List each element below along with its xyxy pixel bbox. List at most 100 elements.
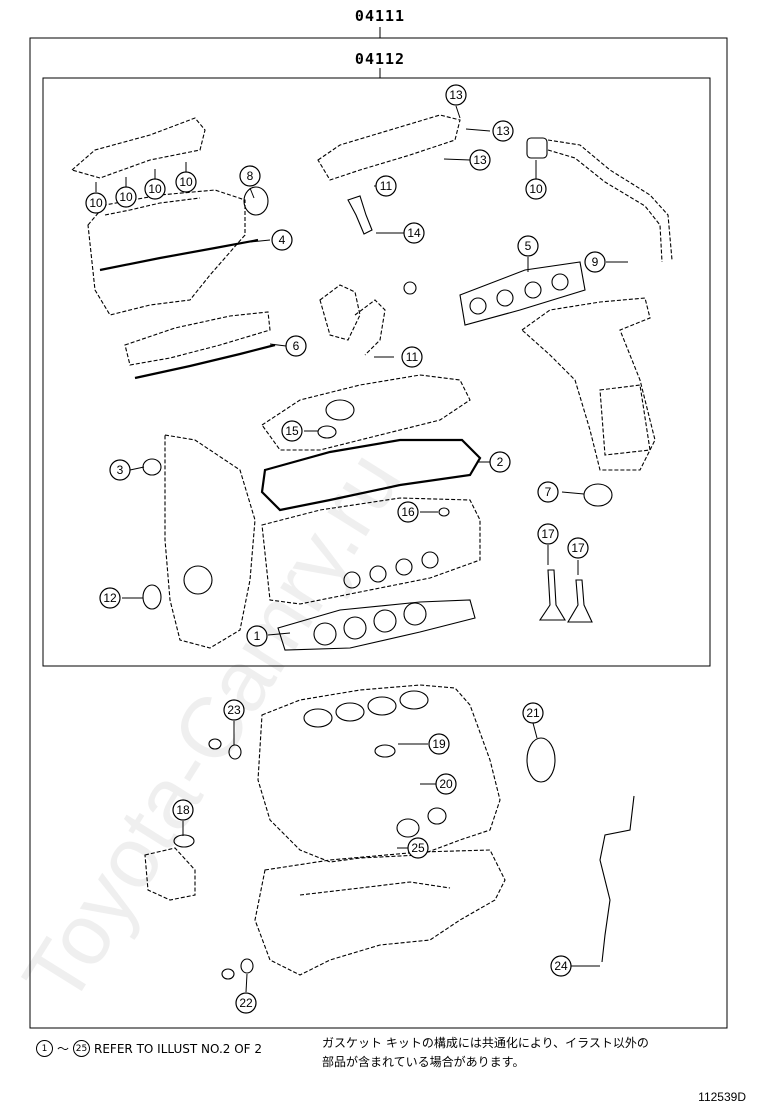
callout-14: 14 — [403, 222, 425, 244]
svg-text:22: 22 — [239, 996, 253, 1010]
inner-kit-frame — [42, 77, 711, 667]
svg-text:25: 25 — [411, 841, 425, 855]
callout-3: 3 — [109, 459, 131, 481]
svg-text:20: 20 — [439, 777, 453, 791]
dipstick-guide-drawing — [599, 795, 635, 963]
intake-manifold-drawing — [70, 117, 259, 316]
ref-to-circle: 25 — [73, 1040, 91, 1057]
fuel-rail-drawing — [317, 114, 461, 235]
svg-text:12: 12 — [103, 591, 117, 605]
svg-text:19: 19 — [432, 737, 446, 751]
svg-text:10: 10 — [529, 182, 543, 196]
svg-text:10: 10 — [119, 190, 133, 204]
callout-8: 8 — [239, 165, 261, 187]
callout-10c: 10 — [144, 178, 166, 200]
callout-23: 23 — [223, 699, 245, 721]
outer-kit-frame — [29, 37, 728, 1029]
svg-text:14: 14 — [407, 226, 421, 240]
svg-text:21: 21 — [526, 706, 540, 720]
water-pump-drawing — [144, 847, 196, 901]
small-parts-drawing — [173, 186, 450, 980]
reference-note: 1 ～ 25 REFER TO ILLUST NO.2 OF 2 — [36, 1040, 262, 1057]
callout-13c: 13 — [469, 149, 491, 171]
callout-18: 18 — [172, 799, 194, 821]
valves-drawing — [538, 569, 593, 623]
callout-11b: 11 — [401, 346, 423, 368]
jp-note-line-1: ガスケット キットの構成には共通化により、イラスト以外の — [322, 1036, 649, 1050]
callout-19: 19 — [428, 733, 450, 755]
callout-2: 2 — [489, 451, 511, 473]
callout-9: 9 — [584, 251, 606, 273]
svg-text:5: 5 — [525, 239, 532, 253]
callout-1: 1 — [246, 625, 268, 647]
svg-text:17: 17 — [541, 527, 555, 541]
throttle-body-drawing — [319, 281, 417, 356]
svg-text:1: 1 — [254, 629, 261, 643]
svg-text:13: 13 — [473, 153, 487, 167]
exhaust-gasket-drawing — [459, 261, 586, 326]
callout-13b: 13 — [492, 120, 514, 142]
callout-24: 24 — [550, 955, 572, 977]
jp-note-line-2: 部品が含まれている場合があります。 — [322, 1055, 525, 1069]
callout-10d: 10 — [175, 171, 197, 193]
inner-kit-code: 04112 — [355, 50, 405, 68]
callout-10a: 10 — [85, 192, 107, 214]
rear-oil-seal-drawing — [526, 737, 556, 783]
svg-text:9: 9 — [592, 255, 599, 269]
svg-text:24: 24 — [554, 959, 568, 973]
svg-text:6: 6 — [293, 339, 300, 353]
svg-text:10: 10 — [148, 182, 162, 196]
svg-text:10: 10 — [89, 196, 103, 210]
svg-text:3: 3 — [117, 463, 124, 477]
exhaust-pipe-drawing — [526, 137, 673, 263]
svg-text:13: 13 — [449, 88, 463, 102]
callout-25: 25 — [407, 837, 429, 859]
cylinder-head-drawing — [261, 497, 481, 605]
callout-12: 12 — [99, 587, 121, 609]
svg-text:11: 11 — [406, 350, 419, 364]
callout-7: 7 — [537, 481, 559, 503]
ref-tilde: ～ — [57, 1042, 70, 1056]
callout-21: 21 — [522, 702, 544, 724]
ref-text: REFER TO ILLUST NO.2 OF 2 — [94, 1041, 263, 1056]
exhaust-manifold-drawing — [521, 297, 656, 471]
svg-text:16: 16 — [401, 505, 415, 519]
valve-cover-drawing — [261, 374, 471, 451]
svg-text:11: 11 — [380, 179, 393, 193]
svg-text:18: 18 — [176, 803, 190, 817]
cylinder-block-drawing — [257, 684, 501, 863]
callout-17b: 17 — [567, 537, 589, 559]
svg-text:7: 7 — [545, 485, 552, 499]
svg-text:2: 2 — [497, 455, 504, 469]
manifold-cover-drawing — [124, 311, 276, 380]
svg-text:8: 8 — [247, 169, 254, 183]
oil-pan-drawing — [254, 849, 506, 976]
callout-13a: 13 — [445, 84, 467, 106]
svg-text:10: 10 — [179, 175, 193, 189]
callout-16: 16 — [397, 501, 419, 523]
callout-6: 6 — [285, 335, 307, 357]
watermark: Toyota-Camry.ru — [5, 436, 420, 1020]
oil-seal-drawing — [583, 483, 613, 507]
callout-17a: 17 — [537, 523, 559, 545]
svg-text:4: 4 — [279, 233, 286, 247]
svg-text:13: 13 — [496, 124, 510, 138]
svg-text:23: 23 — [227, 703, 241, 717]
callout-5: 5 — [517, 235, 539, 257]
svg-text:15: 15 — [285, 424, 299, 438]
callout-22: 22 — [235, 992, 257, 1014]
head-gasket-drawing — [277, 599, 476, 651]
svg-text:17: 17 — [571, 541, 585, 555]
callout-15: 15 — [281, 420, 303, 442]
outer-kit-code: 04111 — [355, 7, 405, 25]
callout-20: 20 — [435, 773, 457, 795]
valve-cover-gasket-drawing — [260, 438, 482, 512]
callout-4: 4 — [271, 229, 293, 251]
drawing-number: 112539D — [698, 1090, 746, 1104]
japanese-note: ガスケット キットの構成には共通化により、イラスト以外の 部品が含まれている場合… — [322, 1034, 722, 1072]
callout-11a: 11 — [375, 175, 397, 197]
callout-10e: 10 — [525, 178, 547, 200]
callout-10b: 10 — [115, 186, 137, 208]
ref-from-circle: 1 — [36, 1040, 53, 1057]
